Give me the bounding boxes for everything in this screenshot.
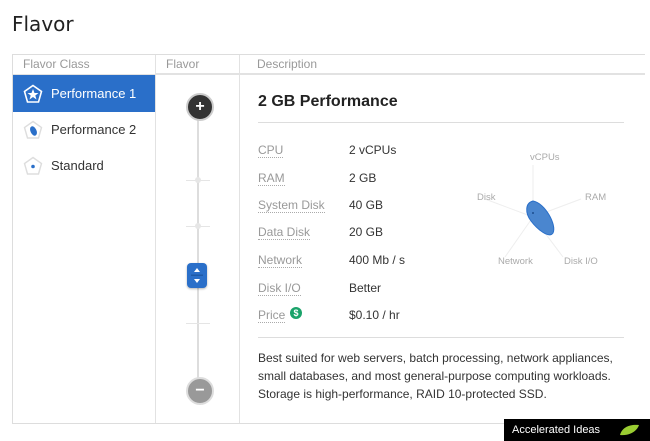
column-divider bbox=[155, 55, 156, 423]
radar-axis-label: RAM bbox=[585, 192, 607, 203]
spec-value-data-disk: 20 GB bbox=[349, 225, 384, 239]
plus-icon: + bbox=[195, 98, 205, 115]
flavor-slider-track[interactable] bbox=[197, 107, 199, 393]
pentagon-star-icon bbox=[23, 84, 43, 103]
pentagon-leaf-icon bbox=[23, 120, 43, 139]
column-header-flavor: Flavor bbox=[156, 55, 239, 74]
flavor-class-standard[interactable]: Standard bbox=[13, 147, 155, 184]
spec-label-system-disk: System Disk bbox=[258, 198, 325, 213]
flavor-class-performance-2[interactable]: Performance 2 bbox=[13, 111, 155, 148]
spec-label-data-disk: Data Disk bbox=[258, 225, 311, 240]
spec-value-price: $0.10 / hr bbox=[349, 308, 400, 322]
spec-label-ram: RAM bbox=[258, 171, 285, 186]
flavor-description: Best suited for web servers, batch proce… bbox=[258, 351, 613, 401]
minus-icon: − bbox=[195, 382, 205, 399]
header-divider bbox=[13, 74, 645, 75]
radar-axis-label: Disk bbox=[477, 192, 496, 203]
spec-value-network: 400 Mb / s bbox=[349, 253, 406, 267]
spec-label-network: Network bbox=[258, 253, 303, 268]
divider bbox=[258, 337, 624, 338]
leaf-logo-icon bbox=[620, 424, 639, 436]
flavor-slider-handle[interactable] bbox=[187, 263, 207, 288]
up-down-arrows-icon bbox=[191, 268, 203, 283]
spec-value-disk-io: Better bbox=[349, 281, 382, 295]
column-divider bbox=[239, 55, 240, 423]
column-header-description: Description bbox=[239, 55, 645, 74]
spec-value-system-disk: 40 GB bbox=[349, 198, 384, 212]
watermark: Accelerated Ideas bbox=[504, 419, 650, 441]
slider-tick bbox=[186, 323, 210, 324]
radar-axis-label: vCPUs bbox=[530, 152, 560, 163]
divider bbox=[258, 122, 624, 123]
flavor-class-label: Performance 1 bbox=[51, 86, 137, 101]
slider-stop[interactable] bbox=[195, 177, 201, 183]
flavor-class-label: Performance 2 bbox=[51, 122, 137, 137]
spec-label-price: Price bbox=[258, 308, 286, 323]
flavor-panel: Flavor Class Flavor Description Performa… bbox=[12, 54, 645, 424]
decrease-flavor-button[interactable]: − bbox=[186, 377, 214, 405]
slider-stop[interactable] bbox=[195, 223, 201, 229]
watermark-text: Accelerated Ideas bbox=[512, 424, 601, 436]
radar-axis-label: Network bbox=[498, 256, 533, 267]
dollar-icon[interactable]: $ bbox=[290, 307, 302, 319]
page-title: Flavor bbox=[12, 12, 74, 36]
spec-value-cpu: 2 vCPUs bbox=[349, 143, 397, 157]
flavor-title: 2 GB Performance bbox=[258, 93, 398, 110]
increase-flavor-button[interactable]: + bbox=[186, 93, 214, 121]
flavor-class-performance-1[interactable]: Performance 1 bbox=[13, 75, 155, 112]
radar-axis-label: Disk I/O bbox=[564, 256, 598, 267]
spec-value-ram: 2 GB bbox=[349, 171, 377, 185]
resource-radar-chart: vCPUs RAM Disk I/O Network Disk bbox=[463, 147, 613, 267]
flavor-class-label: Standard bbox=[51, 158, 104, 173]
spec-label-disk-io: Disk I/O bbox=[258, 281, 301, 296]
pentagon-dot-icon bbox=[23, 156, 43, 175]
spec-label-cpu: CPU bbox=[258, 143, 284, 158]
column-header-flavor-class: Flavor Class bbox=[23, 55, 153, 75]
